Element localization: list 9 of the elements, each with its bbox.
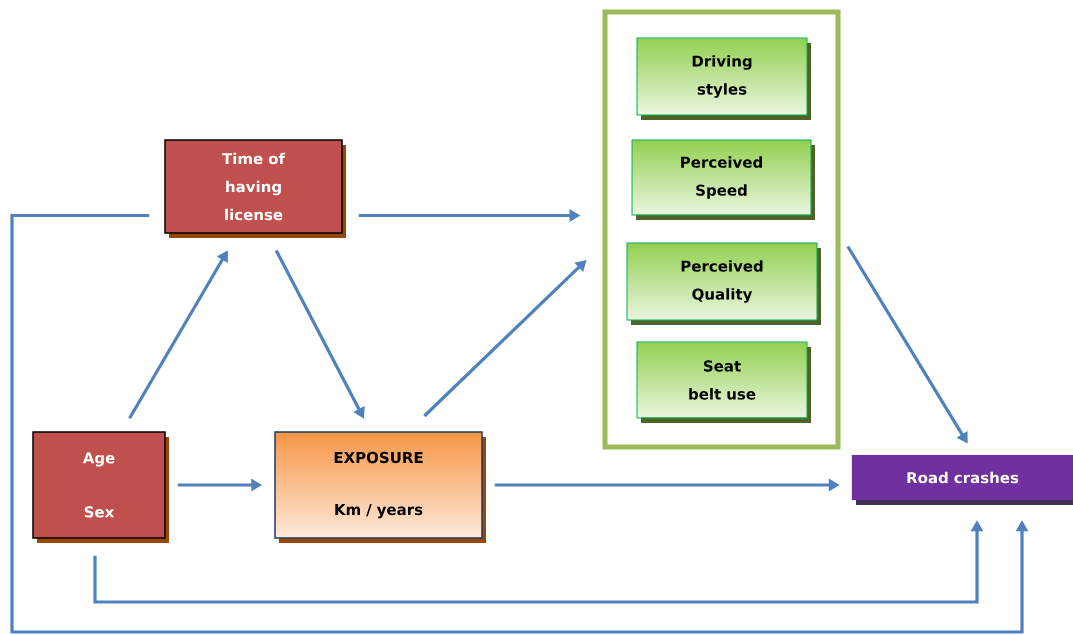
- factor-box: Age Sex: [32, 431, 169, 543]
- exposure-box: EXPOSURE Km / years: [274, 431, 486, 543]
- factor-box: Driving styles: [636, 37, 811, 120]
- factor-box: Perceived Quality: [626, 242, 821, 325]
- factor-box: Seat belt use: [636, 341, 811, 423]
- factor-box: Time of having license: [164, 139, 346, 238]
- group-frame: [602, 9, 841, 450]
- outcome-box: Road crashes: [851, 454, 1073, 505]
- factor-box: Perceived Speed: [631, 139, 815, 220]
